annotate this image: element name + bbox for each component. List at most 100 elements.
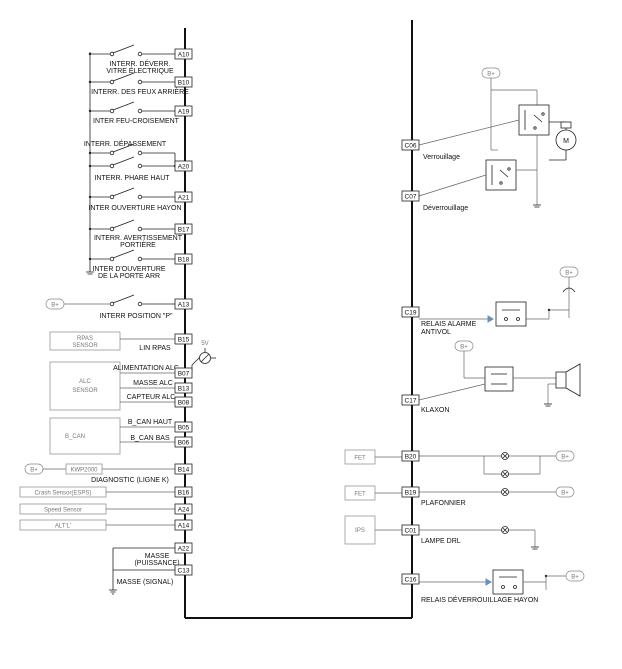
fet-b19-circuit: FET B+ bbox=[344, 485, 575, 501]
altl-row: ALT'L' bbox=[19, 519, 175, 531]
label-a21: INTER OUVERTURE HAYON bbox=[88, 205, 181, 212]
pin-b19: B19 bbox=[401, 486, 420, 498]
switch-row-a13: B+ bbox=[45, 294, 175, 310]
svg-text:A20: A20 bbox=[178, 164, 190, 171]
svg-text:A22: A22 bbox=[178, 546, 190, 553]
svg-text:B05: B05 bbox=[178, 425, 190, 432]
label-b17-1: INTERR. AVERTISSEMENT bbox=[94, 235, 183, 242]
svg-text:B13: B13 bbox=[178, 386, 190, 393]
svg-text:C01: C01 bbox=[405, 528, 417, 535]
pin-c06: C06 bbox=[401, 139, 420, 151]
svg-text:B19: B19 bbox=[405, 490, 417, 497]
pin-b16: B16 bbox=[174, 486, 193, 498]
label-b05: B_CAN HAUT bbox=[128, 419, 173, 426]
label-b15: LIN RPAS bbox=[139, 345, 171, 352]
svg-text:B+: B+ bbox=[30, 468, 38, 474]
svg-text:A14: A14 bbox=[178, 523, 190, 530]
svg-text:C07: C07 bbox=[405, 194, 417, 201]
alc-sensor: ALC SENSOR bbox=[49, 361, 175, 411]
pin-b14: B14 bbox=[174, 463, 193, 475]
svg-text:A24: A24 bbox=[178, 507, 190, 514]
svg-text:Speed Sensor: Speed Sensor bbox=[44, 508, 82, 514]
label-a22-2: (PUISSANCE) bbox=[134, 560, 179, 567]
svg-text:B+: B+ bbox=[561, 491, 569, 497]
label-depassement: INTERR. DÉPASSEMENT bbox=[84, 139, 167, 148]
ground-symbol bbox=[86, 271, 94, 275]
bplus-label: B+ bbox=[51, 303, 59, 309]
svg-text:B14: B14 bbox=[178, 467, 190, 474]
svg-text:ALC: ALC bbox=[79, 379, 91, 385]
kwp-row: B+ KWP2000 bbox=[24, 463, 175, 475]
pin-b18: B18 bbox=[174, 253, 193, 265]
unlock-relay bbox=[485, 159, 517, 191]
label-b06: B_CAN BAS bbox=[130, 435, 170, 442]
pin-c13: C13 bbox=[174, 564, 193, 576]
label-b17-2: PORTIÈRE bbox=[120, 240, 156, 249]
pin-a21: A21 bbox=[174, 191, 193, 203]
alarm-relay-circuit: B+ bbox=[419, 266, 579, 327]
svg-text:A13: A13 bbox=[178, 302, 190, 309]
label-c07: Déverrouillage bbox=[423, 205, 468, 212]
svg-text:Crash Sensor(ESPS): Crash Sensor(ESPS) bbox=[35, 491, 92, 497]
tailgate-relay bbox=[492, 569, 524, 595]
pin-b07: B07 bbox=[174, 367, 193, 379]
pin-a13: A13 bbox=[174, 298, 193, 310]
pin-a14: A14 bbox=[174, 519, 193, 531]
right-pin-group: C06 Verrouillage C07 Déverrouillage C19 … bbox=[401, 139, 538, 604]
horn-body bbox=[555, 371, 567, 389]
svg-text:B06: B06 bbox=[178, 440, 190, 447]
ground-wires bbox=[109, 547, 175, 595]
speed-sensor-row: Speed Sensor bbox=[19, 503, 175, 515]
bcan-module: B_CAN bbox=[49, 417, 175, 455]
label-a10-2: VITRE ÉLECTRIQUE bbox=[106, 66, 174, 75]
label-c19-2: ANTIVOL bbox=[421, 329, 451, 336]
svg-text:SENSOR: SENSOR bbox=[72, 388, 98, 394]
svg-text:C17: C17 bbox=[405, 398, 417, 405]
pin-c16: C16 bbox=[401, 573, 420, 585]
label-b18-2: DE LA PORTE ARR bbox=[98, 273, 160, 280]
svg-text:KWP2000: KWP2000 bbox=[70, 468, 98, 474]
svg-text:C13: C13 bbox=[178, 568, 190, 575]
svg-text:B+: B+ bbox=[487, 72, 495, 78]
label-a13: INTERR POSITION "P" bbox=[99, 313, 173, 320]
label-c01: LAMPE DRL bbox=[421, 538, 461, 545]
label-b14: DIAGNOSTIC (LIGNE K) bbox=[91, 477, 169, 484]
pin-a20: A20 bbox=[174, 160, 193, 172]
fet-b20-circuit: FET B+ bbox=[344, 449, 575, 478]
svg-text:B+: B+ bbox=[460, 345, 468, 351]
svg-text:IPS: IPS bbox=[355, 528, 365, 534]
five-volt-source: 5V bbox=[185, 341, 216, 374]
svg-text:A10: A10 bbox=[178, 52, 190, 59]
svg-text:B20: B20 bbox=[405, 454, 417, 461]
svg-text:B+: B+ bbox=[561, 455, 569, 461]
switch-row-a20 bbox=[88, 156, 175, 169]
svg-text:M: M bbox=[563, 138, 569, 145]
svg-text:B16: B16 bbox=[178, 490, 190, 497]
svg-text:B+: B+ bbox=[565, 271, 573, 277]
label-a10-1: INTERR. DÉVERR. bbox=[109, 59, 170, 68]
alarm-relay bbox=[495, 301, 527, 327]
svg-text:B17: B17 bbox=[178, 227, 190, 234]
switch-row-a19 bbox=[88, 101, 175, 114]
svg-text:B07: B07 bbox=[178, 371, 190, 378]
horn-relay bbox=[484, 366, 514, 392]
pin-c07: C07 bbox=[401, 190, 420, 202]
pin-c01: C01 bbox=[401, 524, 420, 536]
pin-b13: B13 bbox=[174, 382, 193, 394]
label-b18-1: INTER D'OUVERTURE bbox=[92, 266, 165, 273]
label-b10: INTERR. DES FEUX ARRIÈRE bbox=[91, 87, 189, 96]
switch-row-b18 bbox=[88, 249, 175, 262]
crash-sensor-row: Crash Sensor(ESPS) bbox=[19, 486, 175, 498]
svg-text:5V: 5V bbox=[201, 341, 208, 347]
tailgate-relay-circuit: B+ bbox=[419, 569, 585, 595]
pin-a10: A10 bbox=[174, 48, 193, 60]
switch-row-a21 bbox=[88, 187, 175, 200]
label-c16: RELAIS DÉVERROUILLAGE HAYON bbox=[421, 595, 538, 604]
switch-row-a10 bbox=[88, 44, 175, 57]
pin-a22: A22 bbox=[174, 542, 193, 554]
horn-circuit: B+ bbox=[418, 340, 581, 407]
svg-text:ALT'L': ALT'L' bbox=[55, 524, 71, 530]
label-a19: INTER FEU-CROISEMENT bbox=[93, 118, 180, 125]
left-pin-group: A10 INTERR. DÉVERR. VITRE ÉLECTRIQUE B10… bbox=[84, 48, 193, 586]
